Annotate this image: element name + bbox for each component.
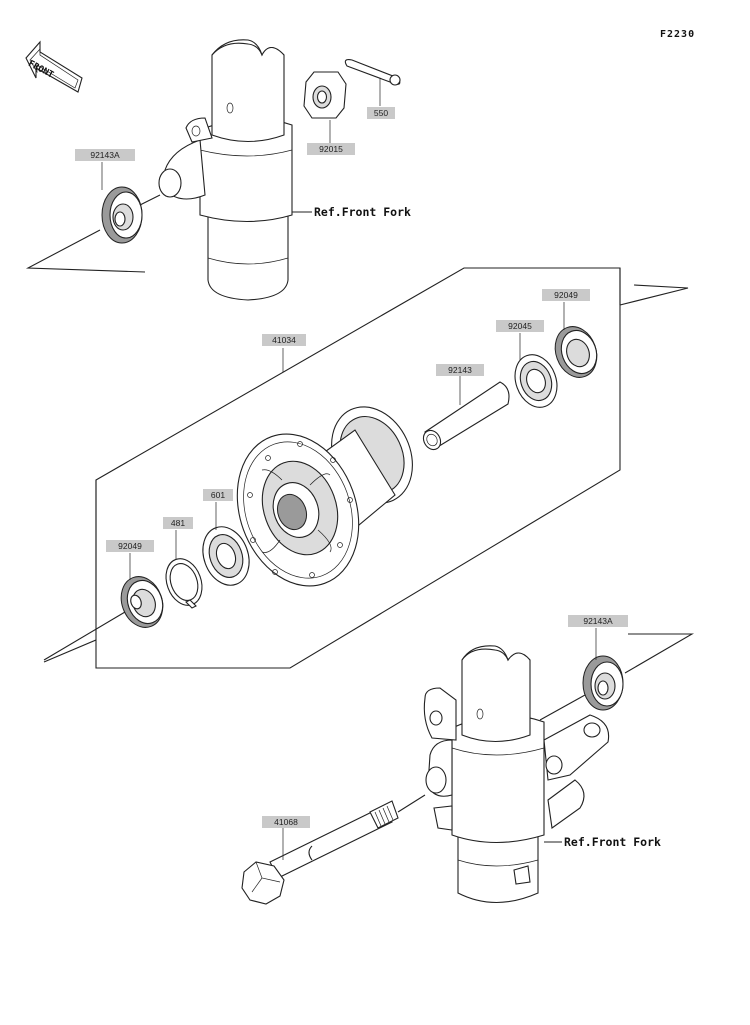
part-label-601: 601 [203, 489, 233, 501]
circlip-481 [165, 530, 203, 609]
part-label-92015: 92015 [307, 143, 355, 155]
figure-code: F2230 [660, 29, 696, 40]
part-label-92049-right: 92049 [542, 289, 590, 301]
spacer-92143 [422, 376, 510, 451]
part-label-92143A-bottom: 92143A [568, 615, 628, 627]
lower-front-fork-leg [423, 645, 610, 904]
bearing-92045 [514, 333, 558, 408]
axle-nut-92015 [303, 71, 347, 144]
part-label-92045: 92045 [496, 320, 544, 332]
part-label-92143: 92143 [436, 364, 484, 376]
part-label-92143A-top: 92143A [75, 149, 135, 161]
ref-front-fork-lower: Ref.Front Fork [564, 835, 661, 849]
axle-41068 [241, 794, 426, 905]
cotter-pin-550 [344, 59, 401, 106]
part-label-41034: 41034 [262, 334, 306, 346]
wheel-hub-41034 [236, 406, 413, 587]
oil-seal-92049-right [554, 302, 598, 378]
upper-front-fork-leg [158, 39, 312, 301]
part-label-550: 550 [367, 107, 395, 119]
part-label-41068: 41068 [262, 816, 310, 828]
ref-front-fork-upper: Ref.Front Fork [314, 205, 411, 219]
bearing-601 [202, 502, 250, 586]
hub-assembly-frame [43, 267, 621, 669]
collar-92143A-bottom [539, 628, 624, 721]
front-arrow-icon [25, 40, 83, 93]
oil-seal-92049-left [43, 553, 164, 661]
part-label-92049-left: 92049 [106, 540, 154, 552]
part-label-481: 481 [163, 517, 193, 529]
collar-92143A-top [101, 162, 161, 244]
